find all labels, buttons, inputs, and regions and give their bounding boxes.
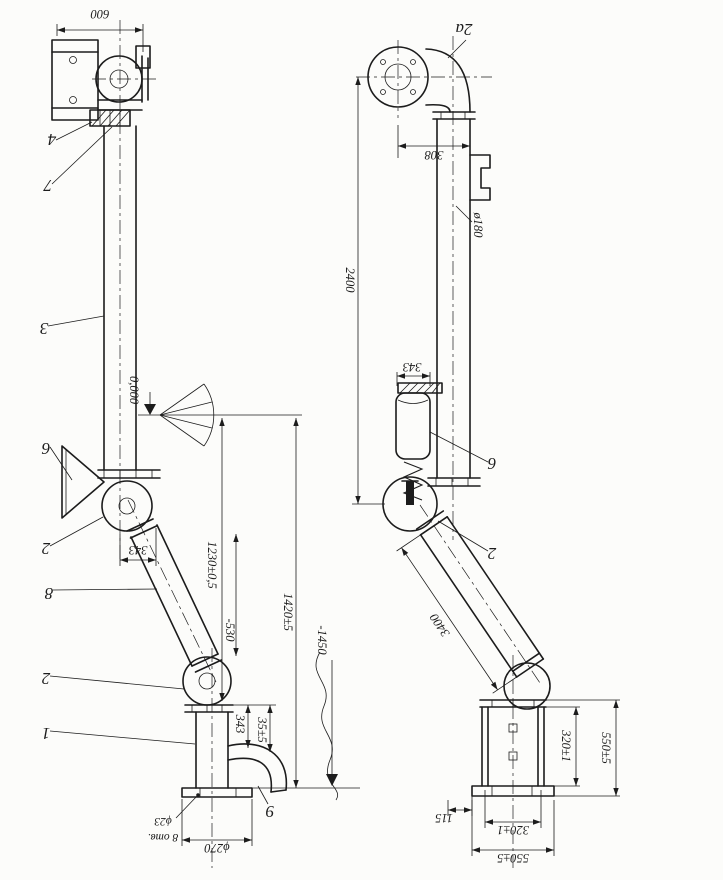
- item-label-6-right: 6: [487, 454, 496, 473]
- elevation-zero-text: 0,000: [127, 376, 141, 405]
- dim-308: 308: [424, 148, 445, 162]
- right-view: 2а 308 2400 ø180 343 6 2 3400 320±1 550±…: [343, 20, 620, 868]
- item-label-2a: 2а: [456, 20, 473, 39]
- item-label-1: 1: [42, 724, 51, 743]
- pipe-column-right: [436, 118, 491, 479]
- dim-2400: 2400: [343, 268, 357, 294]
- dim-550-side: 550±5: [599, 732, 613, 764]
- top-carriage-assembly: [51, 39, 151, 127]
- suction-funnel: [61, 445, 105, 519]
- top-flange-circle: [367, 46, 429, 108]
- damper-cylinder-assembly: [395, 382, 443, 501]
- dim-3400: 3400: [426, 610, 453, 640]
- pipe-column: [103, 125, 137, 471]
- dim-1230: 1230±0,5: [205, 541, 219, 589]
- left-view: 600 4 7 3 6 2 8 2 1 9 0,000 343 1230±0,5…: [40, 7, 360, 868]
- dim-1420: 1420±5: [281, 593, 295, 631]
- elevation-zero-mark: [138, 383, 302, 447]
- item-label-2-right: 2: [487, 544, 496, 563]
- dim-35: 35±5: [255, 716, 269, 743]
- dim-holes-count: 8 отв.: [148, 831, 179, 843]
- ground-break-mark: [252, 651, 360, 801]
- top-elbow-2a: [367, 46, 476, 120]
- dim-320-bottom: 320±1: [497, 823, 530, 837]
- diagonal-pipe-right: [415, 510, 551, 710]
- item-label-6-left: 6: [41, 439, 50, 458]
- dim-115: 115: [435, 811, 453, 825]
- centerlines-left: [92, 20, 217, 868]
- dim-343-left-horizontal: 343: [129, 543, 149, 557]
- dim-600: 600: [90, 7, 110, 21]
- wall-bracket: [469, 154, 491, 201]
- mid-elbow-assembly: [97, 469, 161, 539]
- item-label-7: 7: [42, 176, 52, 195]
- dim-minus-530: -530: [223, 619, 237, 643]
- base-flange: [181, 787, 253, 798]
- item-label-9: 9: [265, 802, 274, 821]
- item-label-4: 4: [47, 130, 56, 149]
- leader-lines-right: [429, 39, 489, 552]
- item-label-3: 3: [40, 319, 50, 338]
- drain-hose: [227, 743, 288, 793]
- cylinder-item-6: [395, 392, 431, 460]
- item-label-2-mid: 2: [41, 539, 50, 558]
- centerlines-right: [356, 36, 541, 868]
- item-label-8: 8: [44, 584, 53, 603]
- leader-lines-left: [47, 121, 269, 805]
- dim-minus-1450: -1450: [315, 625, 329, 655]
- base-stand: [471, 699, 555, 797]
- bolt: [406, 481, 414, 505]
- dim-320-side: 320±1: [559, 729, 573, 762]
- dim-550-bottom: 550±5: [497, 851, 529, 865]
- dim-hole-23: ϕ23: [154, 815, 172, 827]
- dim-343-right: 343: [403, 360, 423, 374]
- mid-elbow-right: [382, 476, 481, 532]
- item-label-2-low: 2: [41, 669, 50, 688]
- dim-dia-180: ø180: [471, 212, 485, 239]
- dimension-lines-left: [56, 24, 299, 846]
- dimension-lines-right: [352, 77, 620, 856]
- dim-270: ϕ270: [204, 841, 230, 855]
- dim-343-left-vertical: 343: [233, 714, 247, 734]
- lower-elbow-assembly: [182, 656, 234, 789]
